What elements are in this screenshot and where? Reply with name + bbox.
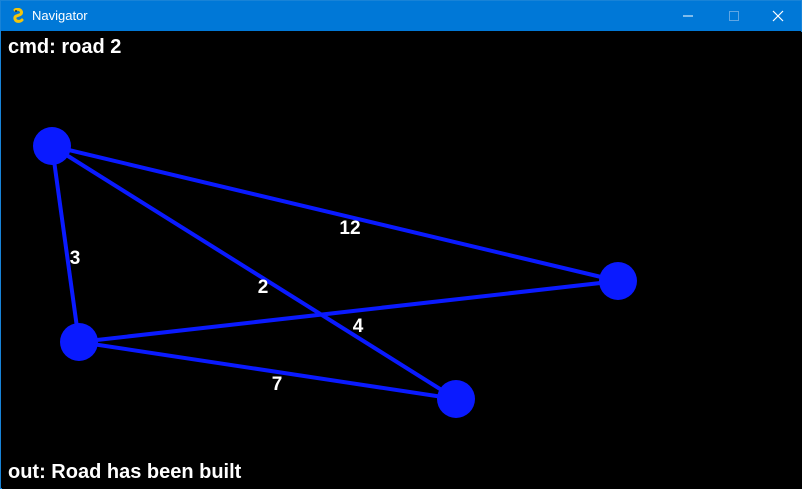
python-snake-icon	[10, 7, 26, 24]
close-icon	[772, 10, 784, 22]
road-edge-B-C	[78, 279, 619, 344]
game-canvas[interactable]: 3 12 2 4 7 cmd: road 2 out: Road has been bu…	[2, 32, 802, 489]
road-weight-label: 12	[339, 218, 360, 239]
road-graph[interactable]: 3 12 2 4 7	[2, 32, 802, 489]
window-title: Navigator	[32, 8, 88, 23]
title-bar[interactable]: Navigator	[1, 1, 801, 31]
road-weight-label: 2	[258, 277, 269, 298]
command-line: cmd: road 2	[8, 36, 122, 58]
road-edge-A-C	[51, 144, 619, 283]
road-edge-B-D	[78, 340, 457, 401]
city-node-D[interactable]	[437, 380, 475, 418]
output-line: out: Road has been built	[8, 461, 242, 483]
minimize-button[interactable]	[665, 1, 711, 31]
city-node-C[interactable]	[599, 262, 637, 300]
city-node-B[interactable]	[60, 323, 98, 361]
city-node-A[interactable]	[33, 127, 71, 165]
road-weight-label: 4	[353, 316, 364, 337]
road-edge-A-D	[50, 144, 458, 401]
maximize-button[interactable]	[711, 1, 757, 31]
close-button[interactable]	[755, 1, 801, 31]
road-weight-label: 7	[272, 374, 283, 395]
minimize-icon	[683, 15, 693, 17]
road-edge-A-B	[50, 145, 81, 343]
road-weight-label: 3	[70, 248, 81, 269]
maximize-icon	[729, 11, 739, 21]
